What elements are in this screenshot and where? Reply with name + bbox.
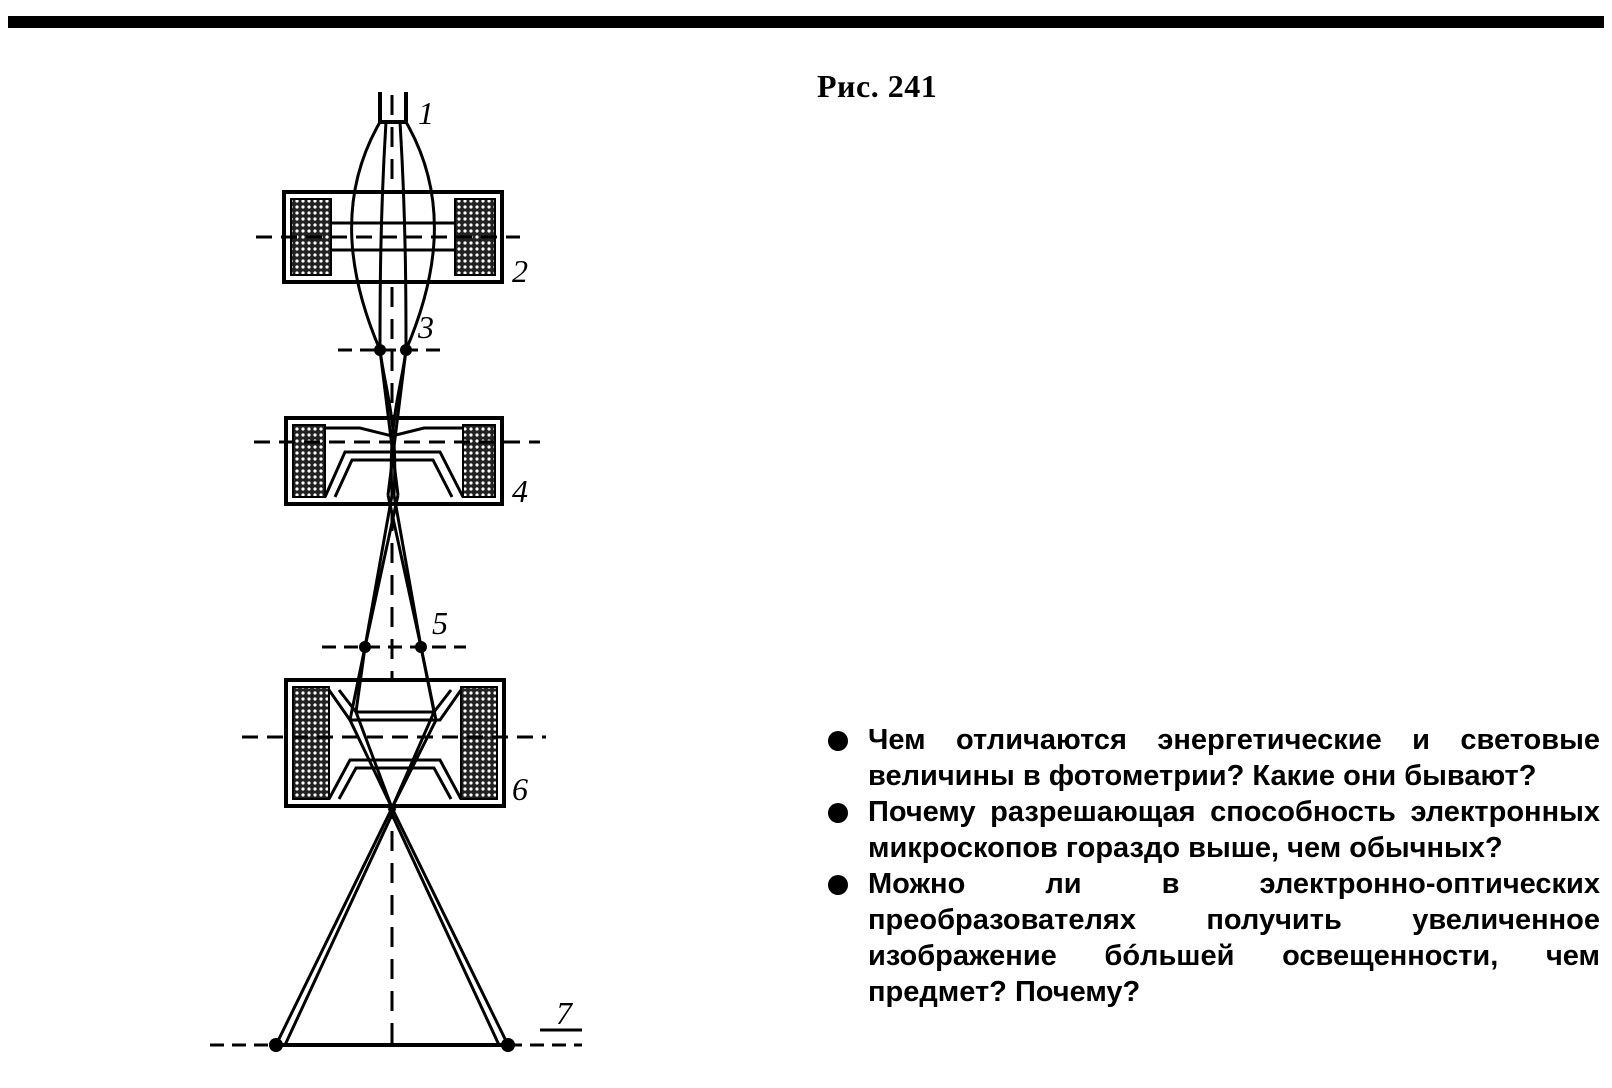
question-item: Можно ли в электронно-оптических преобра…	[828, 866, 1600, 1010]
label-4: 4	[512, 473, 528, 509]
bullet-icon	[828, 875, 848, 895]
label-3: 3	[417, 309, 434, 345]
question-item: Чем отличаются энергетические и световые…	[828, 722, 1600, 794]
condenser-lens	[256, 190, 520, 284]
question-text: Почему разрешающая способность электронн…	[868, 796, 1600, 864]
focal-plane-3	[338, 344, 448, 356]
intermediate-image-plane	[322, 641, 466, 653]
review-questions: Чем отличаются энергетические и световые…	[828, 722, 1600, 1010]
bullet-icon	[828, 803, 848, 823]
screen	[210, 1028, 582, 1052]
question-text: Чем отличаются энергетические и световые…	[868, 724, 1600, 792]
projector-lens	[242, 678, 546, 808]
label-2: 2	[512, 253, 528, 289]
label-1: 1	[418, 95, 434, 131]
question-item: Почему разрешающая способность электронн…	[828, 794, 1600, 866]
label-6: 6	[512, 771, 528, 807]
label-7: 7	[556, 995, 574, 1031]
electron-rays	[274, 121, 510, 1046]
top-rule	[8, 16, 1604, 28]
question-text: Можно ли в электронно-оптических преобра…	[868, 868, 1600, 1008]
electron-microscope-diagram: 1 2 3 4 5 6 7	[210, 92, 582, 1052]
figure-caption: Рис. 241	[817, 68, 938, 104]
electron-source	[378, 92, 408, 124]
label-5: 5	[432, 605, 448, 641]
bullet-icon	[828, 731, 848, 751]
